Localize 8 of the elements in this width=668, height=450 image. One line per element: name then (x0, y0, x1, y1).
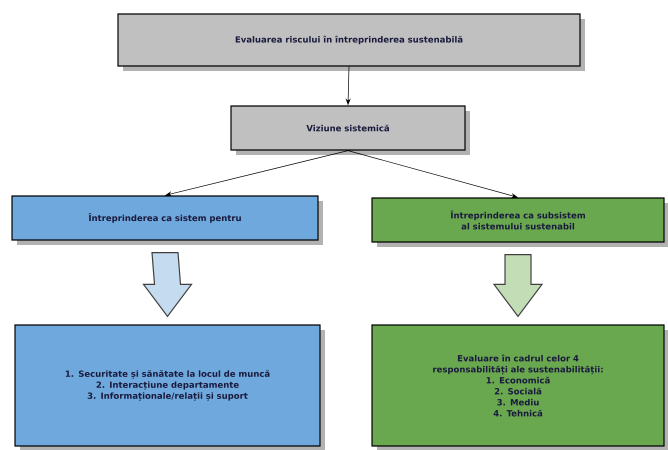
process-box: Viziune sistemică (230, 105, 470, 155)
process-box: Întreprinderea ca subsistem al sistemului sustenabil (371, 197, 668, 247)
process-box: Evaluare în cadrul celor 4 responsabilități ale sustenabilității: 1. Economică 2. Socială 3. Mediu 4. Tehnică (371, 324, 668, 450)
block-arrow (492, 254, 544, 318)
process-box: 1. Securitate și sănătate la locul de muncă 2. Interacțiune departamente 3. Informaționale/relații și suport (14, 324, 325, 450)
process-box: Evaluarea riscului în întreprinderea sustenabilă (117, 13, 585, 71)
block-arrow (142, 252, 193, 318)
process-box: Întreprinderea ca sistem pentru (11, 195, 323, 245)
